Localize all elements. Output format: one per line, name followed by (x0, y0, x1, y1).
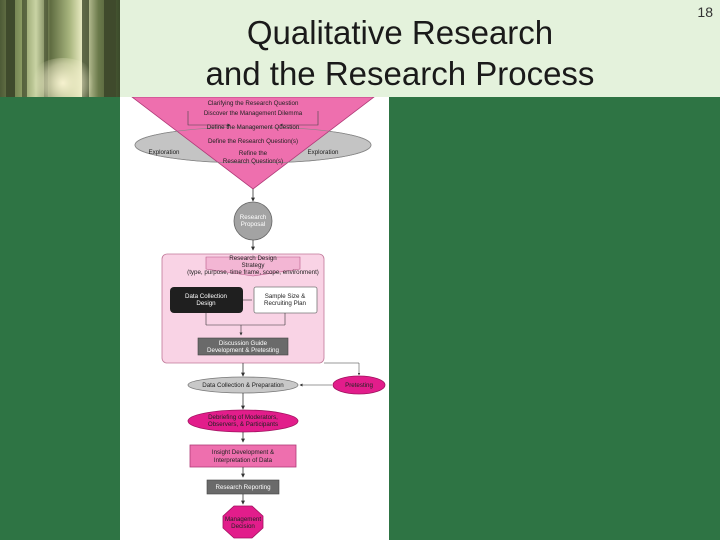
exploration-left-label: Exploration (149, 149, 181, 156)
decision-label-2: Decision (231, 523, 255, 530)
discover-label: Discover the Management Dilemma (204, 110, 303, 117)
insight-label-1: Insight Development & (212, 449, 275, 456)
guide-label-2: Development & Pretesting (207, 347, 279, 354)
title-line-2: and the Research Process (205, 55, 595, 92)
forest-photo (0, 0, 120, 97)
slide-header: Qualitative Research and the Research Pr… (0, 0, 720, 97)
collection-label: Data Collection & Preparation (202, 382, 284, 389)
title-line-1: Qualitative Research (246, 14, 554, 51)
slide-number: 18 (697, 4, 713, 20)
slide-title: Qualitative Research and the Research Pr… (190, 12, 610, 94)
proposal-label-1: Research (240, 214, 267, 221)
data-collection-label-1: Data Collection (185, 293, 228, 300)
research-process-flowchart: Clarifying the Research Question Discove… (120, 97, 389, 540)
sample-label-1: Sample Size & (265, 293, 306, 300)
flowchart-svg: Clarifying the Research Question Discove… (131, 97, 386, 539)
define-management-label: Define the Management Question (207, 124, 300, 131)
design-label-3: (type, purpose, time frame, scope, envir… (187, 269, 319, 276)
refine-label-2: Research Question(s) (223, 158, 283, 165)
discussion-guide-box (197, 337, 289, 356)
design-label-2: Strategy (241, 262, 265, 269)
research-question-triangle (131, 97, 375, 190)
data-collection-label-2: Design (196, 300, 216, 307)
debrief-label-2: Observers, & Participants (208, 421, 278, 428)
define-research-label: Define the Research Question(s) (208, 138, 298, 145)
pretesting-node (332, 375, 386, 395)
sample-size-box (253, 286, 318, 314)
decision-label-1: Management (225, 516, 261, 523)
refine-label-1: Refine the (239, 150, 268, 157)
pretesting-label: Pretesting (345, 382, 373, 389)
proposal-label-2: Proposal (241, 221, 265, 228)
data-collection-design-box (170, 287, 243, 313)
report-label: Research Reporting (215, 484, 271, 491)
exploration-right-label: Exploration (308, 149, 340, 156)
management-decision-node (222, 505, 264, 539)
insight-label-2: Interpretation of Data (214, 457, 273, 464)
clarify-label: Clarifying the Research Question (208, 100, 299, 107)
sample-label-2: Recruiting Plan (264, 300, 307, 307)
debrief-label-1: Debriefing of Moderators, (208, 414, 278, 421)
design-label-1: Research Design (229, 255, 277, 262)
guide-label-1: Discussion Guide (219, 340, 268, 347)
